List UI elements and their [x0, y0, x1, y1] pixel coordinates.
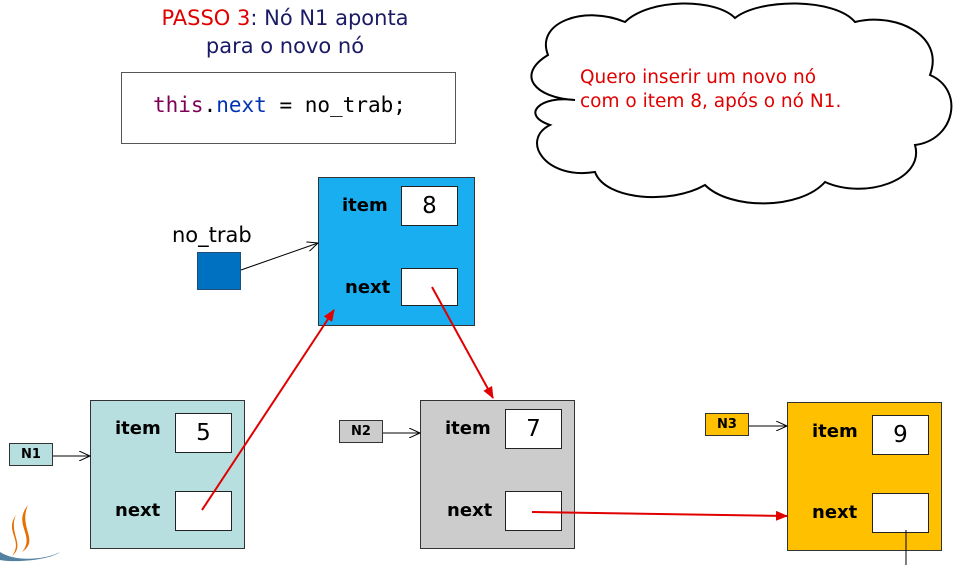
code-dot: . — [203, 93, 217, 117]
n3-next-label: next — [812, 502, 858, 523]
n2-next-pointer — [505, 491, 562, 531]
no-trab-pointer-square — [197, 252, 241, 290]
n1-item-value: 5 — [175, 413, 232, 453]
cloud-text-line1: Quero inserir um novo nó — [580, 67, 817, 88]
n3-next-pointer — [872, 493, 929, 533]
java-logo-icon — [0, 505, 60, 562]
code-keyword: this — [153, 93, 204, 117]
step-title-line2: para o novo nó — [205, 34, 365, 58]
cloud-text: Quero inserir um novo nó com o item 8, a… — [580, 66, 920, 114]
new-node: item 8 next — [318, 177, 475, 326]
n2-item-value: 7 — [505, 409, 562, 449]
new-node-next-label: next — [345, 277, 391, 298]
new-node-item-label: item — [342, 195, 388, 216]
n2-item-label: item — [445, 418, 491, 439]
n3-tag: N3 — [705, 413, 749, 436]
n3-node: item 9 next — [787, 402, 942, 551]
n1-item-label: item — [115, 418, 161, 439]
n1-tag: N1 — [9, 443, 53, 466]
code-rest: = no_trab; — [266, 93, 406, 117]
n1-next-label: next — [115, 500, 161, 521]
n2-tag: N2 — [339, 420, 383, 443]
n3-item-value: 9 — [872, 415, 929, 455]
n1-node: item 5 next — [90, 400, 245, 549]
cloud-text-line2: com o item 8, após o nó N1. — [580, 91, 842, 112]
n1-next-pointer — [175, 491, 232, 531]
code-statement: this.next = no_trab; — [153, 93, 406, 117]
no-trab-to-new-node-arrow — [240, 243, 318, 271]
new-node-next-pointer — [401, 268, 458, 306]
new-node-item-value: 8 — [401, 186, 458, 226]
n2-next-label: next — [447, 500, 493, 521]
n1-next-to-new-node-arrow — [201, 309, 335, 511]
no-trab-label: no_trab — [172, 223, 252, 247]
code-box — [121, 72, 456, 144]
code-field: next — [216, 93, 267, 117]
new-node-next-to-n2-arrow — [431, 286, 494, 399]
step-title: PASSO 3: Nó N1 aponta para o novo nó — [60, 4, 510, 60]
n2-next-to-n3-arrow — [531, 510, 788, 521]
n3-item-label: item — [812, 421, 858, 442]
step-title-line1: : Nó N1 aponta — [250, 6, 409, 30]
step-number: PASSO 3 — [161, 6, 251, 30]
n2-node: item 7 next — [420, 400, 575, 549]
